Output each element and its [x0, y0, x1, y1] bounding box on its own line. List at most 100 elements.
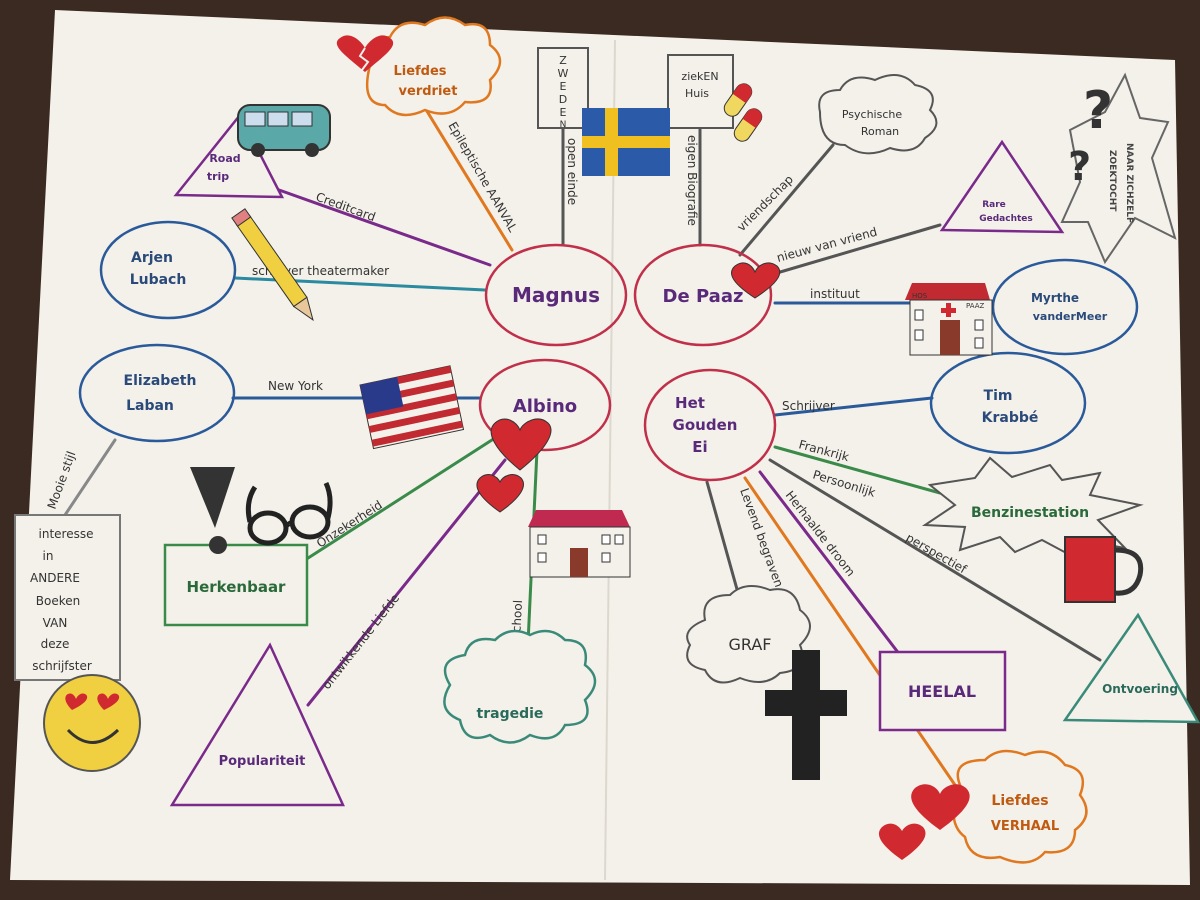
school-icon	[528, 510, 631, 578]
edge-frankrijk	[773, 445, 942, 495]
heart-icon	[878, 784, 970, 860]
benzinestation-label: Benzinestation	[971, 505, 1089, 521]
hospital-sign-right: PAAZ	[966, 302, 985, 310]
pills-icon	[723, 83, 763, 142]
node-gouden-ei-l2: Gouden	[673, 416, 738, 434]
node-elizabeth-laban: Elizabeth Laban	[78, 343, 236, 443]
svg-text:?: ?	[1083, 81, 1113, 141]
node-depaaz-label: De Paaz	[663, 286, 744, 307]
exclamation-icon	[190, 467, 235, 554]
liefdes-verdriet-l2: verdriet	[399, 84, 458, 99]
usa-flag-icon	[359, 365, 465, 450]
interesse-l5: VAN	[43, 616, 68, 630]
edge-mooie-stijl	[63, 438, 117, 517]
node-gouden-ei-l1: Het	[675, 394, 705, 412]
zweden-l6: N	[560, 120, 567, 130]
node-populariteit: Populariteit	[169, 642, 345, 807]
rare-gedachtes-l1: Rare	[982, 200, 1006, 210]
edge-liefdes-verhaal	[743, 476, 957, 787]
edge-levend-begraven	[705, 480, 742, 602]
svg-text:?: ?	[1068, 144, 1091, 190]
zoektocht-l1: ZOEKTOCHT	[1107, 150, 1117, 212]
question-mark-icon: ? ?	[1068, 81, 1113, 190]
node-herkenbaar: Herkenbaar	[163, 543, 309, 627]
arjen-line2: Lubach	[130, 272, 187, 288]
label-open-einde: open einde	[565, 138, 579, 205]
arjen-line1: Arjen	[131, 250, 173, 266]
node-heelal: HEELAL	[878, 650, 1007, 732]
hospital-icon: HOS PAAZ	[905, 283, 993, 356]
node-benzinestation: Benzinestation	[921, 456, 1144, 557]
edge-epileptische	[423, 106, 514, 252]
node-rare-gedachtes: Rare Gedachtes	[939, 139, 1065, 234]
node-tim-krabbe: Tim Krabbé	[929, 351, 1087, 455]
zweden-l4: D	[559, 93, 567, 106]
edge-nieuw-van-vriend	[768, 223, 942, 277]
liefdes-verdriet-l1: Liefdes	[393, 64, 446, 79]
elizabeth-line2: Laban	[126, 398, 174, 414]
tim-l2: Krabbé	[982, 410, 1039, 426]
ontvoering-label: Ontvoering	[1102, 682, 1178, 696]
label-new-york: New York	[268, 379, 323, 393]
label-instituut: instituut	[810, 287, 860, 301]
interesse-l1: interesse	[39, 527, 94, 541]
smiley-icon	[43, 674, 141, 772]
graf-label: GRAF	[728, 635, 771, 654]
edge-onzekerheid	[303, 436, 497, 562]
rare-gedachtes-l2: Gedachtes	[979, 214, 1033, 224]
edge-schrijver	[773, 396, 934, 417]
node-gouden-ei-l3: Ei	[692, 438, 707, 456]
interesse-l2: in	[43, 549, 54, 563]
zweden-l1: Z	[559, 54, 567, 67]
cross-icon	[765, 650, 847, 780]
node-liefdes-verdriet: Liefdes verdriet	[365, 16, 502, 117]
node-interesse: interesse in ANDERE Boeken VAN deze schr…	[14, 514, 121, 681]
node-myrthe: Myrthe vanderMeer	[991, 258, 1139, 356]
node-ontvoering: Ontvoering	[1062, 612, 1200, 724]
node-ziekenhuis: ziekEN Huis	[667, 54, 734, 129]
zweden-l3: E	[560, 80, 567, 93]
heart-icon	[476, 418, 552, 513]
edge-creditcard	[263, 183, 492, 267]
swedish-flag-icon	[582, 108, 670, 176]
heelal-label: HEELAL	[908, 682, 976, 701]
road-trip-l2: trip	[207, 170, 229, 183]
mug-icon	[1064, 536, 1144, 603]
interesse-l7: schrijfster	[32, 659, 92, 673]
node-depaaz: De Paaz	[633, 243, 773, 347]
myrthe-l2: vanderMeer	[1033, 310, 1108, 323]
interesse-l4: Boeken	[36, 594, 80, 608]
heart-icon	[731, 262, 781, 299]
heart-icon	[336, 35, 394, 72]
node-albino-label: Albino	[513, 396, 577, 417]
psychische-roman-l1: Psychische	[842, 108, 903, 121]
node-graf: GRAF	[686, 585, 811, 684]
pencil-icon	[231, 208, 314, 322]
zweden-l2: W	[558, 67, 569, 80]
edge-ontwikkende-liefde	[306, 458, 507, 707]
van-icon	[237, 104, 331, 157]
ziekenhuis-l2: Huis	[685, 87, 709, 100]
edge-persoonlijk	[768, 458, 1102, 662]
node-arjen-lubach: Arjen Lubach	[99, 220, 237, 320]
edges	[63, 106, 1102, 787]
glasses-icon	[245, 481, 333, 546]
elizabeth-line1: Elizabeth	[124, 373, 197, 389]
road-trip-l1: Road	[209, 152, 240, 165]
myrthe-l1: Myrthe	[1031, 291, 1079, 305]
tragedie-label: tragedie	[477, 706, 544, 722]
liefdes-verhaal-l1: Liefdes	[991, 793, 1048, 809]
tim-l1: Tim	[984, 388, 1013, 404]
node-psychische-roman: Psychische Roman	[818, 74, 938, 155]
node-zoektocht: ZOEKTOCHT NAAR ZICHZELF	[1060, 72, 1177, 265]
node-liefdes-verhaal: Liefdes VERHAAL	[952, 749, 1088, 864]
node-magnus: Magnus	[484, 243, 628, 347]
node-tragedie: tragedie	[443, 629, 597, 744]
interesse-l3: ANDERE	[30, 571, 80, 585]
node-gouden-ei: Het Gouden Ei	[643, 368, 777, 482]
edge-herhaalde-droom	[758, 470, 902, 657]
herkenbaar-label: Herkenbaar	[187, 578, 287, 596]
node-magnus-label: Magnus	[512, 283, 600, 307]
edge-vriendschap	[738, 143, 835, 257]
